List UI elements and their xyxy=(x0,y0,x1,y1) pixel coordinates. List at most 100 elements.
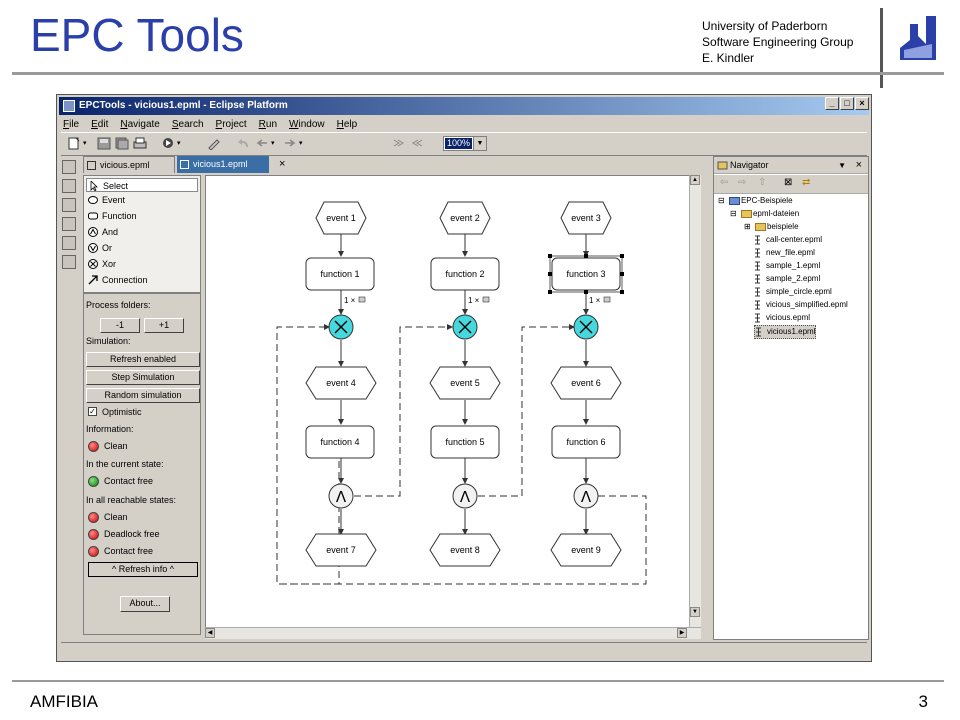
menu-navigate[interactable]: Navigate xyxy=(120,118,160,130)
scroll-up-icon[interactable]: ▲ xyxy=(690,175,700,185)
print-icon[interactable] xyxy=(133,137,147,150)
event-node[interactable]: event 3 xyxy=(560,201,612,235)
close-icon[interactable]: × xyxy=(855,159,862,171)
palette-event[interactable]: Event xyxy=(88,193,125,207)
function-node[interactable]: function 6 xyxy=(551,425,621,459)
function-node[interactable]: function 1 xyxy=(305,257,375,291)
event-node[interactable]: event 9 xyxy=(550,533,622,567)
save-icon[interactable] xyxy=(97,137,111,150)
function-node[interactable]: function 4 xyxy=(305,425,375,459)
function-node[interactable]: function 2 xyxy=(430,257,500,291)
xor-connector[interactable] xyxy=(573,314,599,340)
tree-file[interactable]: sample_2.epml xyxy=(754,273,820,285)
minus-button[interactable]: -1 xyxy=(100,318,140,333)
function-node-selected[interactable]: function 3 xyxy=(548,254,624,294)
tree-file[interactable]: sample_1.epml xyxy=(754,260,820,272)
scroll-down-icon[interactable]: ▼ xyxy=(690,607,700,617)
tree-file[interactable]: new_file.epml xyxy=(754,247,815,259)
palette-xor[interactable]: Xor xyxy=(88,257,116,271)
event-node[interactable]: event 6 xyxy=(550,366,622,400)
menu-file[interactable]: File xyxy=(63,118,80,130)
menu-search[interactable]: Search xyxy=(171,118,204,130)
java-icon[interactable] xyxy=(62,198,76,212)
nav-next-icon[interactable] xyxy=(391,137,405,150)
tree-file[interactable]: call-center.epml xyxy=(754,234,822,246)
menu-project[interactable]: Project xyxy=(215,118,247,130)
save-all-icon[interactable] xyxy=(115,137,129,150)
diagram-canvas[interactable]: event 1 event 2 event 3 function 1 funct… xyxy=(205,175,701,629)
chevron-down-icon[interactable]: ▾ xyxy=(299,140,303,147)
scroll-left-icon[interactable]: ◀ xyxy=(205,628,215,638)
event-node[interactable]: event 5 xyxy=(429,366,501,400)
plugin-icon[interactable] xyxy=(62,236,76,250)
cvs-icon[interactable] xyxy=(62,255,76,269)
event-node[interactable]: event 4 xyxy=(305,366,377,400)
new-icon[interactable] xyxy=(67,137,81,150)
forward-arrow-icon[interactable] xyxy=(283,137,297,150)
event-node[interactable]: event 8 xyxy=(429,533,501,567)
and-connector[interactable]: Λ xyxy=(328,483,354,509)
random-simulation-button[interactable]: Random simulation xyxy=(86,388,200,403)
chevron-down-icon[interactable]: ▼ xyxy=(838,161,846,170)
zoom-select[interactable]: 100% ▼ xyxy=(443,136,487,151)
and-connector[interactable]: Λ xyxy=(573,483,599,509)
tab-vicious1[interactable]: vicious1.epml xyxy=(177,156,269,173)
and-connector[interactable]: Λ xyxy=(452,483,478,509)
chevron-down-icon[interactable]: ▼ xyxy=(473,137,486,150)
palette-connection[interactable]: Connection xyxy=(88,273,148,287)
vertical-scrollbar[interactable]: ▲ ▼ xyxy=(689,175,701,629)
close-icon[interactable]: × xyxy=(855,97,869,110)
menu-run[interactable]: Run xyxy=(258,118,278,130)
back-arrow-icon[interactable]: ⇦ xyxy=(720,177,729,188)
window-titlebar[interactable]: EPCTools - vicious1.epml - Eclipse Platf… xyxy=(59,97,869,115)
palette-and[interactable]: And xyxy=(88,225,118,239)
collapse-icon[interactable]: ⊠ xyxy=(784,177,793,188)
refresh-info-button[interactable]: ^ Refresh info ^ xyxy=(88,562,198,577)
plus-button[interactable]: +1 xyxy=(144,318,184,333)
about-button[interactable]: About... xyxy=(120,596,170,612)
scroll-right-icon[interactable]: ▶ xyxy=(677,628,687,638)
tab-vicious[interactable]: vicious.epml xyxy=(83,156,175,173)
tree-subfolder[interactable]: ⊞ beispiele xyxy=(744,222,799,231)
link-icon[interactable]: ⇄ xyxy=(802,177,811,188)
debug-icon[interactable] xyxy=(62,217,76,231)
refresh-enabled-button[interactable]: Refresh enabled xyxy=(86,352,200,367)
tree-folder[interactable]: ⊟ epml-dateien xyxy=(730,209,800,218)
chevron-down-icon[interactable]: ▾ xyxy=(177,140,181,147)
menu-edit[interactable]: Edit xyxy=(91,118,109,130)
forward-arrow-icon[interactable]: ⇨ xyxy=(738,177,747,188)
run-icon[interactable] xyxy=(161,137,175,150)
nav-prev-icon[interactable] xyxy=(411,137,425,150)
xor-connector[interactable] xyxy=(452,314,478,340)
function-node[interactable]: function 5 xyxy=(430,425,500,459)
close-icon[interactable]: × xyxy=(279,158,286,170)
tree-file-selected[interactable]: vicious1.epml xyxy=(754,325,817,339)
optimistic-checkbox[interactable]: ✓ xyxy=(88,407,97,416)
perspective-icon[interactable] xyxy=(62,160,76,174)
back-arrow-icon[interactable] xyxy=(255,137,269,150)
maximize-icon[interactable]: □ xyxy=(840,97,854,110)
pencil-icon[interactable] xyxy=(207,137,221,150)
undo-icon[interactable] xyxy=(237,137,251,150)
xor-connector[interactable] xyxy=(328,314,354,340)
tree-file[interactable]: simple_circle.epml xyxy=(754,286,832,298)
palette-select[interactable]: Select xyxy=(86,178,198,192)
palette-or[interactable]: Or xyxy=(88,241,112,255)
menu-help[interactable]: Help xyxy=(336,118,358,130)
step-simulation-button[interactable]: Step Simulation xyxy=(86,370,200,385)
university-logo-icon xyxy=(900,16,936,60)
palette-function[interactable]: Function xyxy=(88,209,137,223)
tree-root[interactable]: ⊟ EPC-Beispiele xyxy=(718,196,793,205)
event-node[interactable]: event 2 xyxy=(439,201,491,235)
event-node[interactable]: event 7 xyxy=(305,533,377,567)
tree-file[interactable]: vicious.epml xyxy=(754,312,810,324)
up-icon[interactable]: ⇧ xyxy=(758,177,767,188)
menu-window[interactable]: Window xyxy=(289,118,325,130)
tree-file[interactable]: vicious_simplified.epml xyxy=(754,299,848,311)
chevron-down-icon[interactable]: ▾ xyxy=(271,140,275,147)
minimize-icon[interactable]: _ xyxy=(825,97,839,110)
chevron-down-icon[interactable]: ▾ xyxy=(83,140,87,147)
horizontal-scrollbar[interactable]: ◀ ▶ xyxy=(205,627,701,639)
resource-icon[interactable] xyxy=(62,179,76,193)
event-node[interactable]: event 1 xyxy=(315,201,367,235)
